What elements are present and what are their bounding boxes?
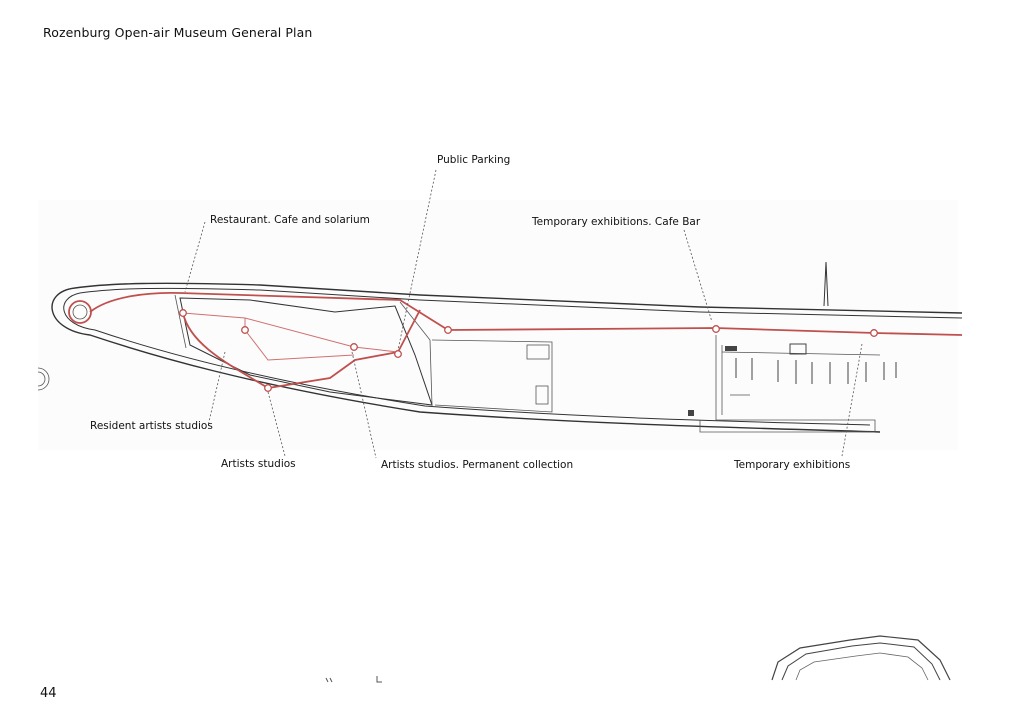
edge-circle-remnant <box>37 367 50 391</box>
label-restaurant: Restaurant. Cafe and solarium <box>210 214 370 226</box>
label-public-parking: Public Parking <box>437 154 510 166</box>
visitor-route <box>89 291 963 392</box>
label-artists-studios-permanent-collection: Artists studios. Permanent collection <box>381 459 573 471</box>
park-area <box>174 294 553 413</box>
label-temporary-exhibitions-cafe-bar: Temporary exhibitions. Cafe Bar <box>531 216 701 228</box>
page-number: 44 <box>40 686 57 701</box>
peninsula-outline <box>51 282 963 433</box>
page-title: Rozenburg Open-air Museum General Plan <box>43 25 313 40</box>
leader-lines <box>184 169 863 459</box>
label-artists-studios: Artists studios <box>221 458 296 470</box>
scan-background <box>38 200 958 450</box>
label-temporary-exhibitions: Temporary exhibitions <box>733 459 850 471</box>
scan-marks <box>325 676 382 683</box>
label-resident-artists-studios: Resident artists studios <box>90 420 213 432</box>
map-fragment <box>771 635 951 681</box>
exhibition-piers <box>688 261 897 433</box>
